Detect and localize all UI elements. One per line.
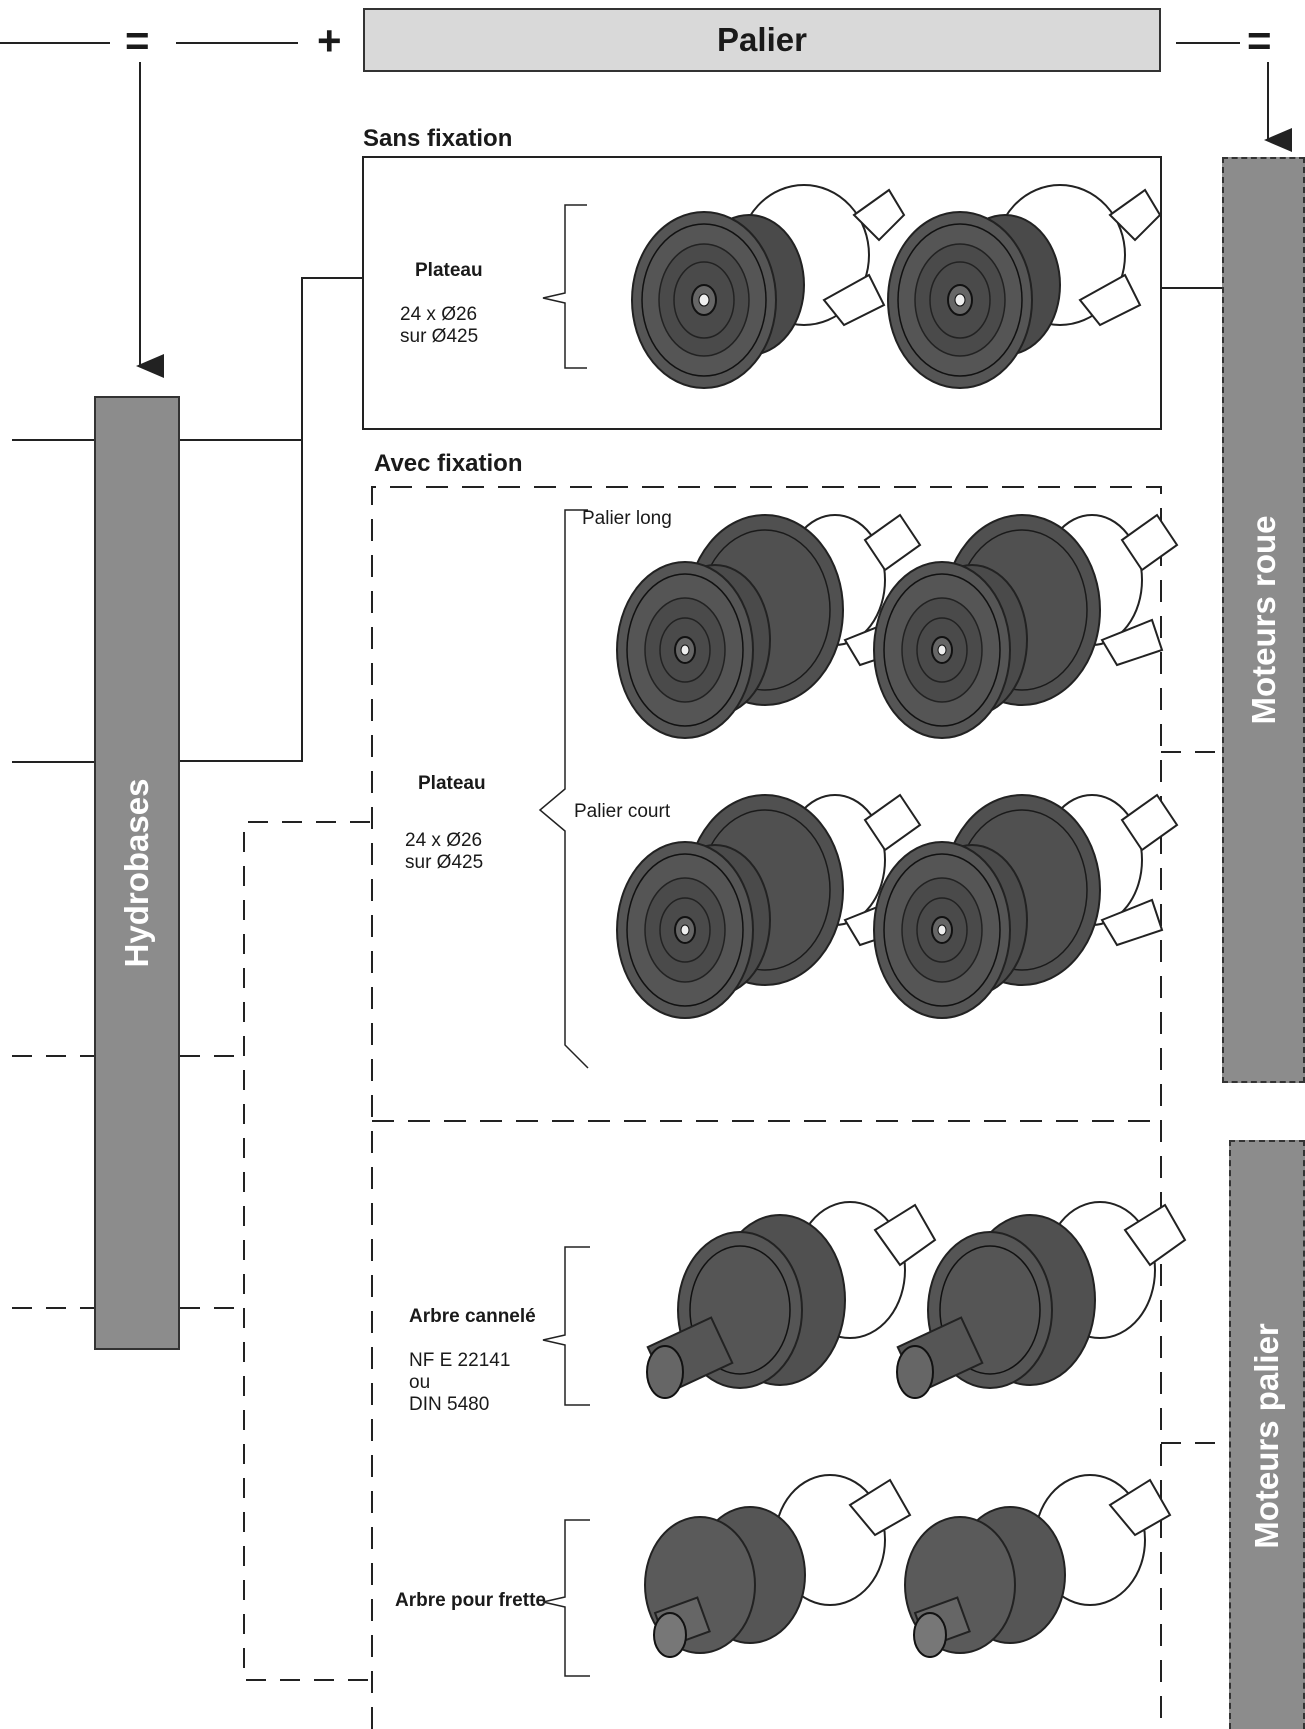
palier-title: Palier [717,21,807,58]
avec-fixation-title: Avec fixation [374,450,523,477]
spec-line-1: 24 x Ø26 [400,304,478,325]
moteurs-palier-bar: Moteurs palier [1229,1140,1305,1729]
sans-fixation-spec: 24 x Ø26 sur Ø425 [400,304,478,348]
arbre-cannele-title: Arbre cannelé [409,1306,536,1327]
moteurs-palier-label: Moteurs palier [1248,1322,1285,1549]
motor-plateau-image-1 [631,184,905,389]
motor-arbre-frette-image-2 [904,1474,1171,1658]
arbre-cannele-spec: NF E 22141 ou DIN 5480 [409,1350,510,1416]
motor-plateau-image-2 [887,184,1161,389]
bracket-arbre-frette [542,1519,590,1677]
avec-fixation-plateau-title: Plateau [418,773,486,794]
moteurs-roue-label: Moteurs roue [1244,515,1282,725]
spec-line-3: DIN 5480 [409,1394,490,1415]
palier-court-label: Palier court [574,801,671,822]
motor-palier-long-image-1 [616,514,921,739]
motor-palier-court-image-1 [616,794,921,1019]
spec-line-2: ou [409,1372,431,1393]
sans-fixation-title: Sans fixation [363,125,513,152]
spec-line-1: NF E 22141 [409,1350,511,1371]
palier-header: Palier [363,8,1161,72]
spec-line-2: sur Ø425 [405,852,484,873]
bracket-arbre-cannele [542,1246,590,1406]
hydrobases-label: Hydrobases [118,778,155,968]
bracket-avec-fixation [538,509,589,1069]
bracket-sans-fixation [542,204,587,369]
sans-fixation-plateau-title: Plateau [415,260,483,281]
palier-long-label: Palier long [582,508,672,529]
arbre-frette-title: Arbre pour frette [395,1590,546,1611]
avec-fixation-spec: 24 x Ø26 sur Ø425 [405,830,483,874]
equals-symbol-left: = [125,17,150,64]
hydrobases-bar: Hydrobases [94,396,180,1350]
motor-arbre-cannele-image-2 [896,1201,1186,1399]
equals-symbol-right: = [1247,17,1272,64]
motor-arbre-frette-image-1 [644,1474,911,1658]
motor-palier-long-image-2 [873,514,1178,739]
spec-line-1: 24 x Ø26 [405,830,483,851]
sans-fixation-frame [362,156,1162,430]
plus-symbol: + [317,17,342,64]
moteurs-roue-bar: Moteurs roue [1222,157,1305,1083]
spec-line-2: sur Ø425 [400,326,479,347]
motor-arbre-cannele-image-1 [646,1201,936,1399]
motor-palier-court-image-2 [873,794,1178,1019]
